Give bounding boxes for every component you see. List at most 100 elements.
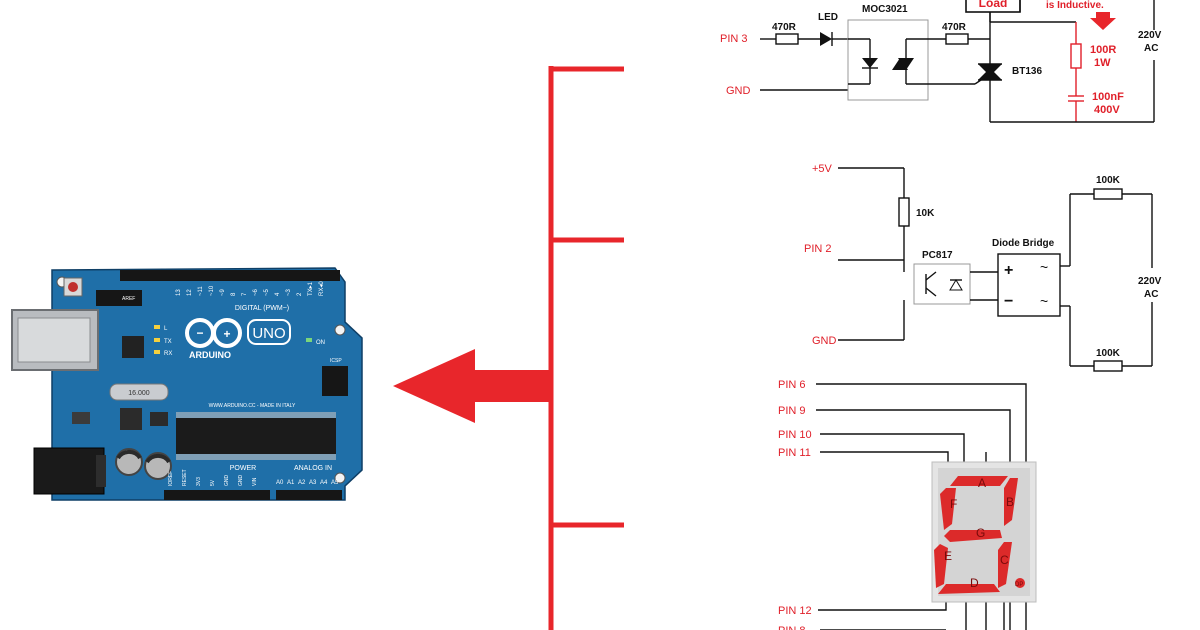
microcontroller-chip xyxy=(176,412,336,460)
analog-pin-label: A2 xyxy=(298,480,306,486)
inductive-note: is Inductive. xyxy=(1046,0,1104,11)
svg-text:−: − xyxy=(196,326,203,340)
triac-circuit: PIN 3 GND 470R LED MOC3021 470R xyxy=(720,0,1162,123)
usb-chip xyxy=(122,336,144,358)
svg-text:−: − xyxy=(1004,293,1013,310)
resistor-470r-2 xyxy=(945,33,969,45)
svg-text:16.000: 16.000 xyxy=(128,390,150,397)
svg-text:10K: 10K xyxy=(916,208,935,219)
zc-vcc-label: +5V xyxy=(812,163,833,175)
digital-pin-label: ~11 xyxy=(198,286,204,296)
arrow-icon xyxy=(393,349,553,423)
digital-pin-label: ~3 xyxy=(286,288,292,296)
bt136-triac: BT136 xyxy=(974,0,1042,122)
zc-pin-label: PIN 2 xyxy=(804,243,832,255)
analog-header xyxy=(276,490,342,500)
analog-pin-label: A4 xyxy=(320,480,328,486)
svg-text:MOC3021: MOC3021 xyxy=(862,4,908,15)
svg-text:RX: RX xyxy=(164,351,172,357)
seg-pin-label: PIN 11 xyxy=(778,447,811,459)
svg-text:B: B xyxy=(1006,495,1014,509)
svg-text:ON: ON xyxy=(316,340,325,346)
analog-pin-label: A5 xyxy=(331,480,339,486)
power-pin-label: IOREF xyxy=(168,471,174,486)
connector-bus xyxy=(393,66,624,630)
seg-pin-label: PIN 9 xyxy=(778,405,806,417)
zc-gnd-label: GND xyxy=(812,335,837,347)
power-pin-label: GND xyxy=(224,475,230,487)
svg-text:~: ~ xyxy=(1040,293,1048,309)
digital-pin-label: ~5 xyxy=(264,288,270,296)
digital-pin-label: 13 xyxy=(176,289,182,296)
analog-pin-label: A0 xyxy=(276,480,284,486)
svg-text:E: E xyxy=(944,549,952,563)
power-pin-label: 3V3 xyxy=(196,477,202,486)
digital-header-label: DIGITAL (PWM~) xyxy=(235,305,289,312)
svg-text:C: C xyxy=(1000,553,1009,567)
analog-pin-label: A3 xyxy=(309,480,317,486)
digital-pin-label: ~6 xyxy=(253,288,259,296)
svg-text:100K: 100K xyxy=(1096,348,1121,359)
svg-text:100R: 100R xyxy=(1090,44,1116,56)
dp-dot xyxy=(1015,578,1025,588)
digital-pin-label: 8 xyxy=(231,292,237,296)
svg-text:~: ~ xyxy=(1040,259,1048,275)
digital-pin-label: 12 xyxy=(187,289,193,296)
resistor-10k xyxy=(898,197,910,227)
segment-shapes xyxy=(934,476,1025,594)
digital-pin-label: 7 xyxy=(242,292,248,296)
seg-pin-label: PIN 12 xyxy=(778,605,812,617)
power-pin-label: RESET xyxy=(182,469,188,486)
svg-text:100nF: 100nF xyxy=(1092,91,1124,103)
power-header xyxy=(164,490,270,500)
digital-pin-label: 4 xyxy=(275,292,281,296)
svg-text:L: L xyxy=(164,326,168,332)
seg-pin-label: PIN 6 xyxy=(778,379,806,391)
svg-text:Diode Bridge: Diode Bridge xyxy=(992,238,1055,249)
svg-text:470R: 470R xyxy=(942,22,967,33)
svg-text:BT136: BT136 xyxy=(1012,66,1042,77)
triac-gnd-label: GND xyxy=(726,85,751,97)
analog-pin-label: A1 xyxy=(287,480,295,486)
svg-text:1W: 1W xyxy=(1094,57,1111,69)
digital-pin-label: ~10 xyxy=(209,285,215,296)
svg-text:+: + xyxy=(1004,262,1013,279)
moc3021-optocoupler xyxy=(847,19,929,101)
svg-text:TX: TX xyxy=(164,339,172,345)
seg-pin-label: PIN 10 xyxy=(778,429,812,441)
resistor-470r-1 xyxy=(775,33,799,45)
pc817-optocoupler xyxy=(913,263,971,305)
power-pin-label: GND xyxy=(238,475,244,487)
power-pin-label: 5V xyxy=(210,479,216,486)
svg-text:G: G xyxy=(976,526,985,540)
svg-text:470R: 470R xyxy=(772,22,797,33)
load-box xyxy=(965,0,1021,13)
snubber: 100R 1W 100nF 400V xyxy=(1068,22,1124,122)
diode-bridge xyxy=(997,253,1061,317)
svg-text:LED: LED xyxy=(818,12,838,23)
triac-pin-label: PIN 3 xyxy=(720,33,748,45)
svg-text:F: F xyxy=(950,497,957,511)
digital-pin-label: RX◂0 xyxy=(319,281,325,296)
brand-label: ARDUINO xyxy=(189,350,231,360)
resistor-100k-top xyxy=(1093,188,1123,200)
resistor-100k-bottom xyxy=(1093,360,1123,372)
icsp-header: ICSP xyxy=(322,358,348,396)
arduino-logo: − + UNO ARDUINO xyxy=(185,318,291,360)
svg-text:220V: 220V xyxy=(1138,30,1162,41)
svg-text:Load: Load xyxy=(979,0,1008,10)
svg-text:220V: 220V xyxy=(1138,276,1162,287)
svg-text:UNO: UNO xyxy=(252,325,285,342)
svg-text:AC: AC xyxy=(1144,43,1158,54)
svg-text:ICSP: ICSP xyxy=(330,358,342,364)
power-jack xyxy=(33,447,105,495)
digital-pin-label: ~9 xyxy=(220,288,226,296)
digital-header xyxy=(120,270,340,281)
board-footer: WWW.ARDUINO.CC - MADE IN ITALY xyxy=(209,403,296,409)
